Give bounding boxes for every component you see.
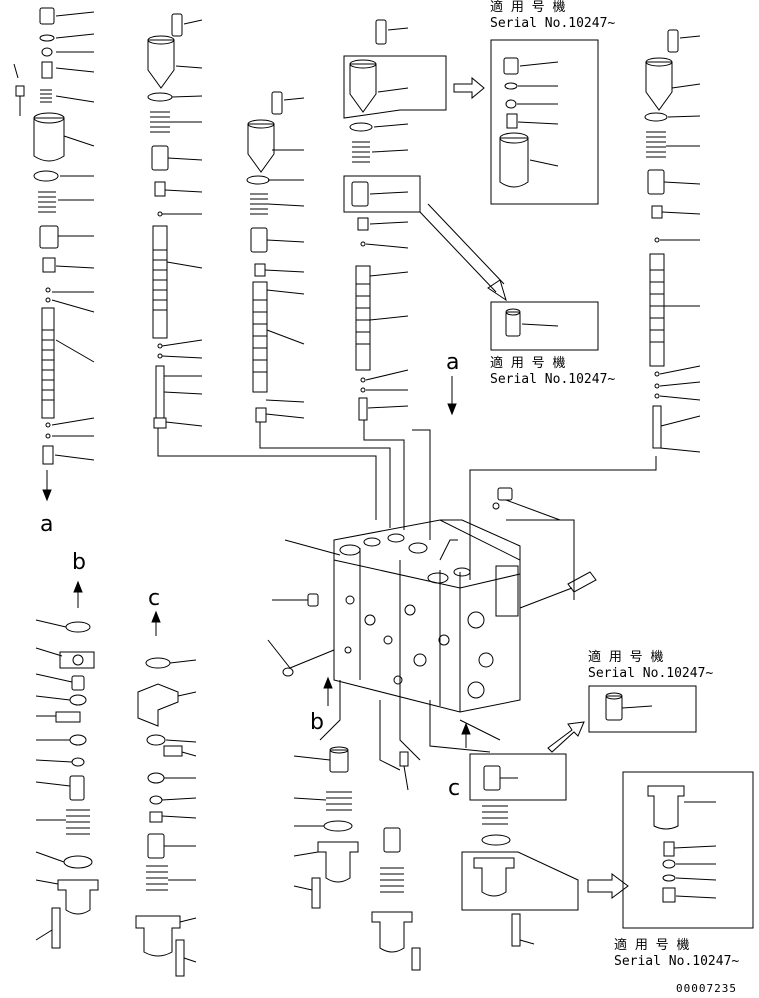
serial-label-1: Serial No.10247~: [490, 16, 616, 31]
view-letter-a-right: a: [446, 350, 460, 375]
main-valve-body: [267, 487, 597, 713]
view-letter-c-right: c: [448, 776, 461, 801]
view-letter-b-center: b: [310, 710, 324, 735]
stack-column-4: [343, 19, 507, 421]
serial-label-4: Serial No.10247~: [614, 954, 740, 969]
inset-box-4: [622, 771, 754, 929]
view-arrows: [73, 376, 471, 748]
view-letter-c-left: c: [148, 586, 161, 611]
inset-box-3: [588, 685, 697, 733]
stack-column-5: [644, 29, 701, 453]
applicability-jp-3: 適 用 号 機: [588, 650, 664, 665]
stack-bottom-center-left: [293, 746, 359, 909]
stack-c: [135, 657, 197, 977]
view-letter-b-left: b: [72, 550, 86, 575]
applicability-jp-1: 適 用 号 機: [490, 0, 566, 15]
inset-box-1: [490, 39, 599, 205]
stack-column-1: [13, 7, 95, 502]
connection-lines: [157, 420, 657, 771]
stack-column-2: [147, 13, 203, 429]
serial-label-3: Serial No.10247~: [588, 666, 714, 681]
stack-bottom-center: [371, 751, 421, 971]
drawing-number: 00007235: [676, 982, 737, 995]
applicability-jp-2: 適 用 号 機: [490, 356, 566, 371]
applicability-jp-4: 適 用 号 機: [614, 938, 690, 953]
serial-label-2: Serial No.10247~: [490, 372, 616, 387]
stack-b: [35, 619, 99, 949]
view-letter-a-left: a: [40, 512, 54, 537]
stack-bottom-right: [461, 721, 629, 947]
inset-box-2: [490, 301, 599, 351]
stack-column-3: [246, 91, 305, 423]
